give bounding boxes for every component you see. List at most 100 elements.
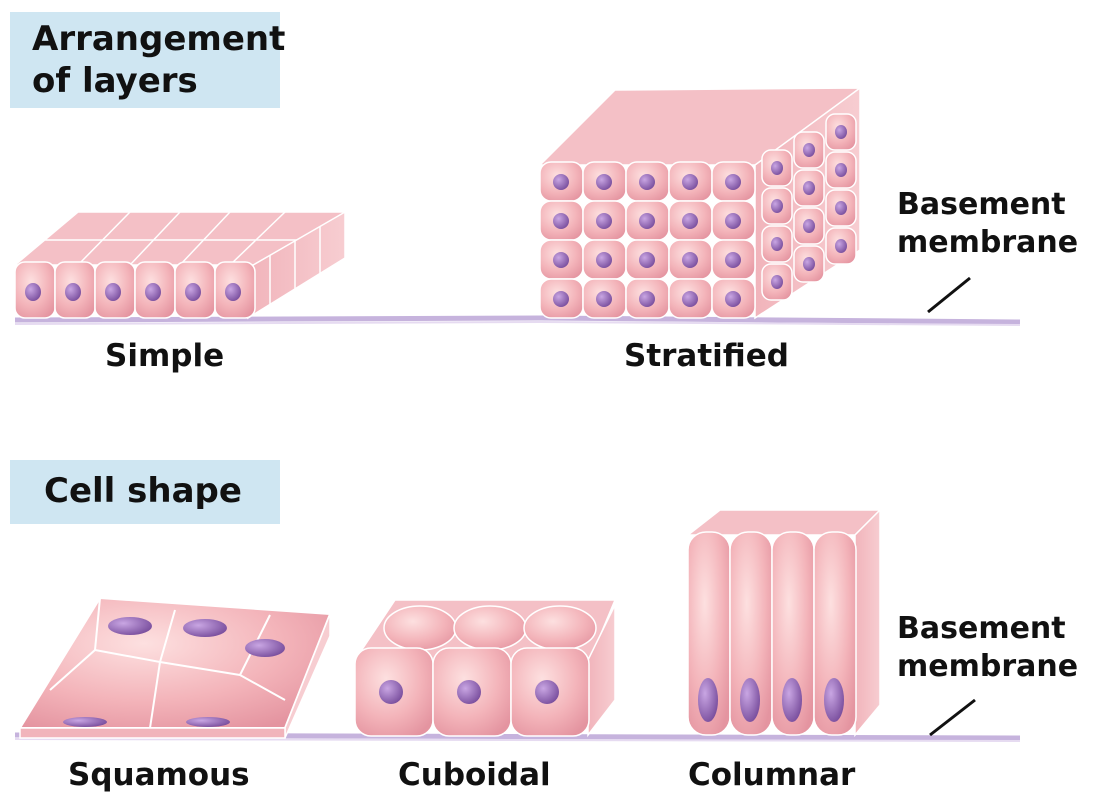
nucleus xyxy=(771,237,783,251)
nucleus xyxy=(535,680,559,704)
nucleus xyxy=(835,239,847,253)
nucleus xyxy=(771,161,783,175)
simple-label: Simple xyxy=(105,338,224,374)
stratified-side-cell xyxy=(826,114,856,150)
stratified-cell xyxy=(626,201,669,240)
nucleus xyxy=(740,678,760,722)
nucleus xyxy=(803,257,815,271)
stratified-cell xyxy=(669,201,712,240)
stratified-cell xyxy=(712,279,755,318)
cuboidal-cell xyxy=(355,648,433,736)
nucleus xyxy=(639,291,655,307)
nucleus xyxy=(639,174,655,190)
stratified-label: Stratified xyxy=(624,338,789,374)
nucleus xyxy=(185,283,201,301)
nucleus xyxy=(803,219,815,233)
nucleus xyxy=(835,125,847,139)
stratified-cell xyxy=(540,201,583,240)
nucleus xyxy=(725,291,741,307)
columnar-cell xyxy=(688,532,730,735)
stratified-cell xyxy=(583,162,626,201)
basement-label-line-2: membrane xyxy=(897,224,1078,262)
nucleus xyxy=(803,181,815,195)
nucleus xyxy=(457,680,481,704)
columnar-cell xyxy=(814,532,856,735)
stratified-cell xyxy=(583,240,626,279)
nucleus xyxy=(596,252,612,268)
cuboidal-cell xyxy=(511,648,589,736)
nucleus xyxy=(835,201,847,215)
stratified-cell xyxy=(626,240,669,279)
columnar-cell xyxy=(730,532,772,735)
stratified-cell xyxy=(540,162,583,201)
simple-cell xyxy=(135,262,175,318)
nucleus xyxy=(553,291,569,307)
stratified-cell xyxy=(669,279,712,318)
nucleus xyxy=(725,213,741,229)
basement-membrane-label-bottom: Basement membrane xyxy=(897,610,1078,686)
simple-cell xyxy=(175,262,215,318)
nucleus xyxy=(771,275,783,289)
nucleus xyxy=(771,199,783,213)
stratified-side-cell xyxy=(794,170,824,206)
stratified-cell xyxy=(669,240,712,279)
stratified-side-cell xyxy=(826,190,856,226)
squamous-epithelium xyxy=(20,598,330,738)
stratified-cell xyxy=(669,162,712,201)
nucleus xyxy=(596,213,612,229)
basement-membrane-label-top: Basement membrane xyxy=(897,186,1078,262)
simple-cell xyxy=(15,262,55,318)
nucleus xyxy=(682,174,698,190)
stratified-side-cell xyxy=(762,226,792,262)
columnar-label: Columnar xyxy=(688,757,855,793)
simple-cell xyxy=(215,262,255,318)
nucleus xyxy=(639,252,655,268)
nucleus xyxy=(553,174,569,190)
nucleus xyxy=(682,213,698,229)
stratified-cell xyxy=(583,201,626,240)
nucleus xyxy=(145,283,161,301)
nucleus xyxy=(596,174,612,190)
nucleus xyxy=(682,291,698,307)
nucleus xyxy=(105,283,121,301)
nucleus xyxy=(725,252,741,268)
nucleus xyxy=(824,678,844,722)
stratified-side-cell xyxy=(826,152,856,188)
nucleus xyxy=(803,143,815,157)
nucleus xyxy=(25,283,41,301)
nucleus xyxy=(698,678,718,722)
stratified-side-cell xyxy=(826,228,856,264)
squamous-label: Squamous xyxy=(68,757,250,793)
stratified-cell xyxy=(583,279,626,318)
cuboidal-top-cell xyxy=(454,606,526,650)
nucleus xyxy=(596,291,612,307)
cuboidal-epithelium xyxy=(355,600,615,736)
simple-cell xyxy=(55,262,95,318)
stratified-side-cell xyxy=(762,264,792,300)
basement-label-line-1-bottom: Basement xyxy=(897,610,1078,648)
nucleus xyxy=(225,283,241,301)
stratified-side-cell xyxy=(794,132,824,168)
cuboidal-top-cell xyxy=(384,606,456,650)
stratified-side-cell xyxy=(794,208,824,244)
nucleus xyxy=(835,163,847,177)
stratified-side-cell xyxy=(762,150,792,186)
stratified-side-cell xyxy=(794,246,824,282)
cuboidal-label: Cuboidal xyxy=(398,757,551,793)
stratified-cell xyxy=(712,201,755,240)
basement-membrane-top xyxy=(15,318,1020,325)
nucleus xyxy=(782,678,802,722)
cuboidal-top-cell xyxy=(524,606,596,650)
simple-cell xyxy=(95,262,135,318)
stratified-cell xyxy=(712,162,755,201)
nucleus xyxy=(553,252,569,268)
stratified-side-cell xyxy=(762,188,792,224)
simple-epithelium xyxy=(15,212,345,318)
basement-label-line-1: Basement xyxy=(897,186,1078,224)
stratified-cell xyxy=(626,162,669,201)
columnar-cell xyxy=(772,532,814,735)
stratified-cell xyxy=(540,240,583,279)
nucleus xyxy=(553,213,569,229)
basement-pointer-top xyxy=(928,278,970,312)
nucleus xyxy=(379,680,403,704)
